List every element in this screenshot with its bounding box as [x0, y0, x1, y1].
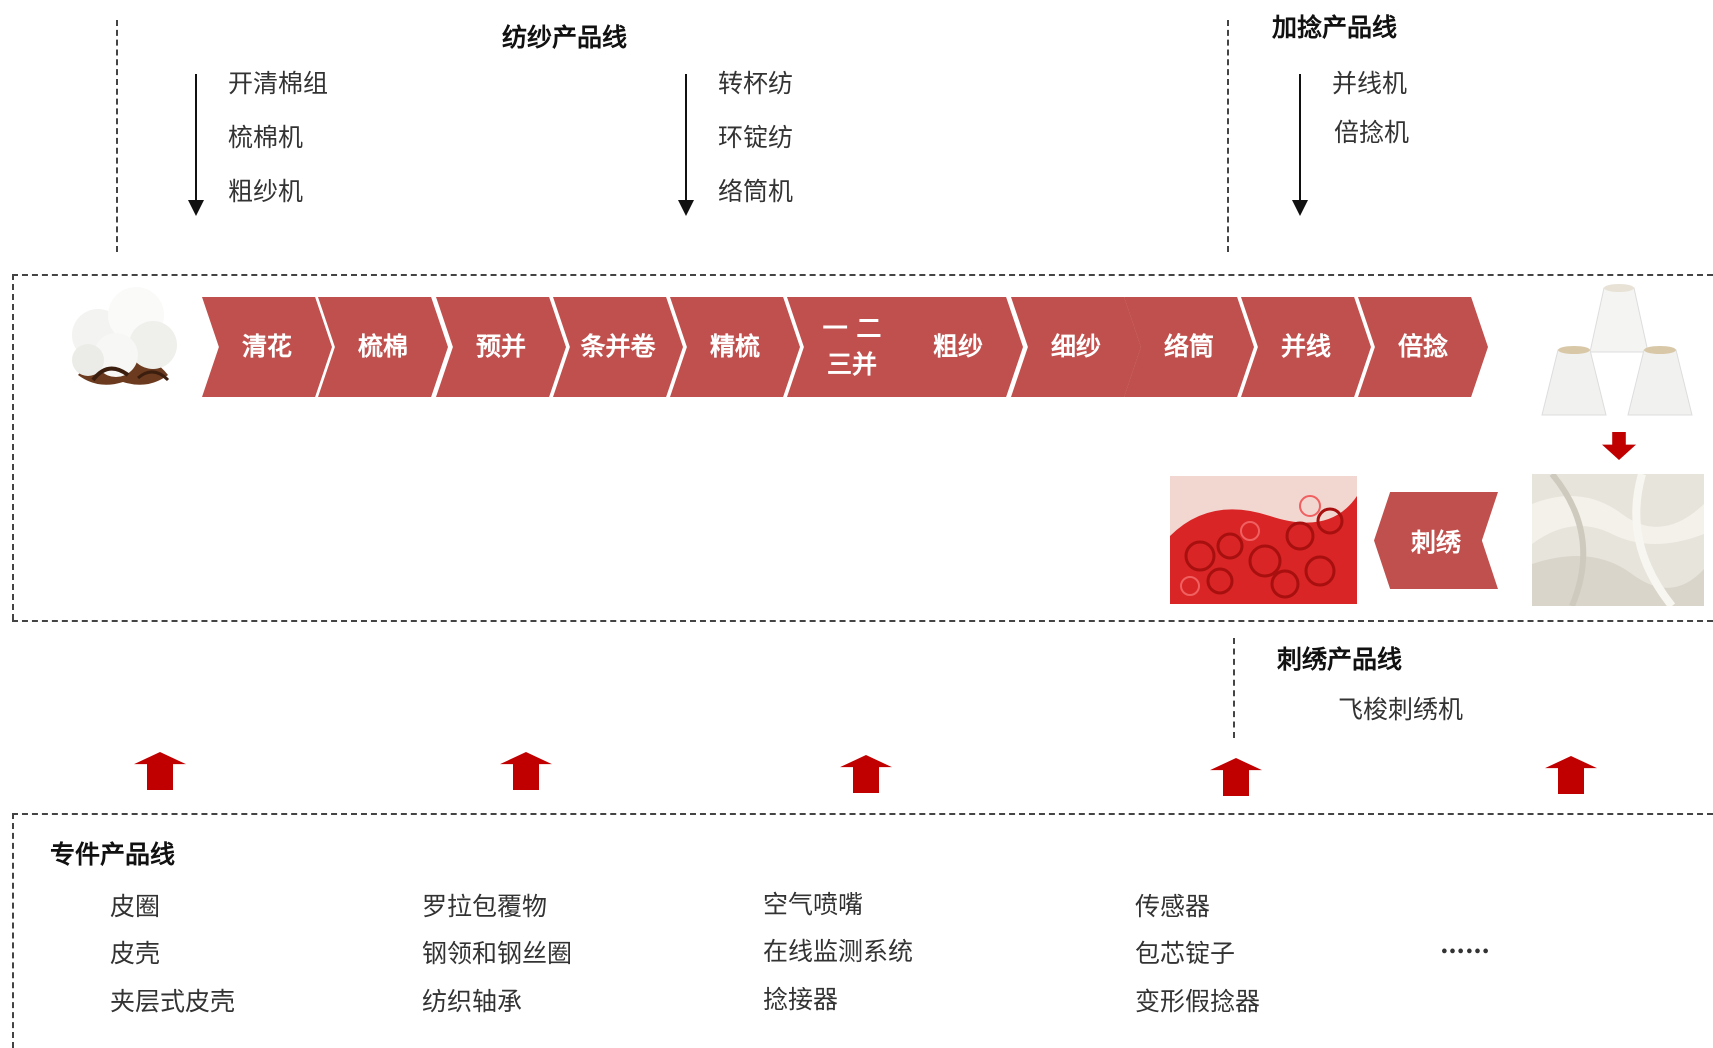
parts-item: 捻接器: [763, 985, 839, 1014]
yarn-cones-image: [1541, 284, 1693, 416]
fabric-image: [1532, 474, 1704, 606]
process-box-bottom: [12, 620, 1713, 622]
spinning-item: 粗纱机: [228, 177, 304, 206]
process-step-luotong: 络筒: [1124, 297, 1254, 397]
spinning-item: 转杯纺: [718, 69, 794, 98]
parts-item: 空气喷嘴: [763, 890, 864, 919]
parts-item: 皮圈: [110, 892, 161, 921]
parts-item: 罗拉包覆物: [422, 892, 548, 921]
parts-item: 钢领和钢丝圈: [422, 939, 573, 968]
parts-more-ellipsis: ……: [1440, 930, 1490, 959]
parts-item: 传感器: [1135, 892, 1211, 921]
parts-item: 夹层式皮壳: [110, 987, 236, 1016]
up-arrow-icon: [1210, 758, 1262, 796]
divider-right-top: [1227, 20, 1229, 252]
embroidery-item: 飞梭刺绣机: [1338, 695, 1464, 724]
down-arrow-icon: [1602, 432, 1636, 460]
parts-item: 变形假捻器: [1135, 987, 1261, 1016]
twisting-item: 并线机: [1332, 69, 1408, 98]
process-step-cixiu: 刺绣: [1374, 492, 1498, 589]
process-box-left: [12, 274, 14, 620]
up-arrow-icon: [500, 752, 552, 790]
parts-item: 皮壳: [110, 939, 161, 968]
cotton-image: [72, 287, 177, 385]
parts-item: 纺织轴承: [422, 987, 523, 1016]
up-arrow-icon: [134, 752, 186, 790]
process-step-tiaobingjuan: 条并卷: [553, 297, 683, 397]
process-step-cusha: 粗纱: [893, 297, 1023, 397]
lace-image: [1170, 476, 1357, 604]
process-step-xisha: 细纱: [1011, 297, 1141, 397]
up-arrow-icon: [840, 755, 892, 793]
divider-embroidery: [1233, 638, 1235, 738]
process-step-beinian: 倍捻: [1358, 297, 1488, 397]
process-step-yierbing: 一 二 三并: [787, 297, 917, 397]
parts-box-left: [12, 813, 14, 1048]
twisting-item: 倍捻机: [1334, 118, 1410, 147]
spinning-item: 环锭纺: [718, 123, 794, 152]
process-step-jingshu: 精梳: [670, 297, 800, 397]
twisting-arrow: [1292, 74, 1308, 216]
process-step-qinghua: 清花: [202, 297, 332, 397]
parts-box-top: [12, 813, 1713, 815]
divider-left-top: [116, 20, 118, 252]
process-step-yubing: 预并: [436, 297, 566, 397]
spinning-arrow-1: [188, 74, 204, 216]
spinning-line-title: 纺纱产品线: [502, 23, 628, 52]
parts-item: 在线监测系统: [763, 937, 914, 966]
spinning-item: 络筒机: [718, 177, 794, 206]
up-arrow-icon: [1545, 756, 1597, 794]
parts-line-title: 专件产品线: [50, 840, 176, 869]
spinning-item: 开清棉组: [228, 69, 329, 98]
twisting-line-title: 加捻产品线: [1272, 13, 1398, 42]
parts-item: 包芯锭子: [1135, 939, 1236, 968]
spinning-arrow-2: [678, 74, 694, 216]
process-step-bingxian: 并线: [1241, 297, 1371, 397]
process-step-shumian: 梳棉: [318, 297, 448, 397]
process-box-top: [12, 274, 1713, 276]
spinning-item: 梳棉机: [228, 123, 304, 152]
embroidery-line-title: 刺绣产品线: [1277, 645, 1403, 674]
